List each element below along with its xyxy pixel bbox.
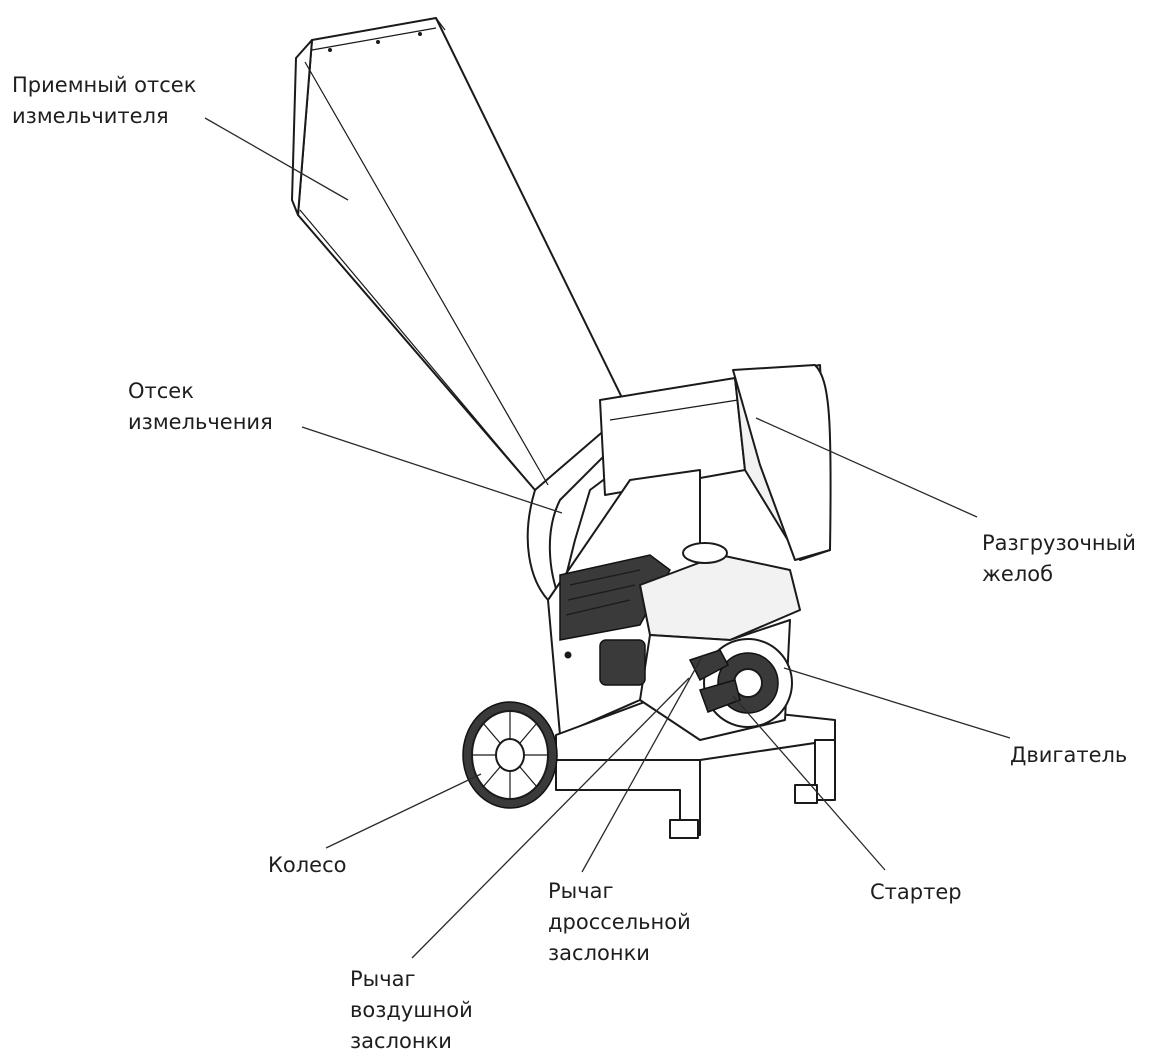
label-engine: Двигатель xyxy=(1010,743,1128,767)
leader-line-hopper xyxy=(204,117,349,201)
label-intake-hopper: Приемный отсек измельчителя xyxy=(12,73,197,128)
leader-line-engine xyxy=(783,667,1011,739)
label-throttle-lever: Рычаг дроссельной заслонки xyxy=(548,879,691,965)
intake-hopper xyxy=(291,17,629,491)
label-starter: Стартер xyxy=(870,880,962,904)
leader-line-wheel xyxy=(325,773,482,849)
leader-line-chamber xyxy=(301,426,563,514)
wheel xyxy=(462,701,558,809)
leader-line-throttle xyxy=(581,654,704,873)
label-wheel: Колесо xyxy=(268,853,347,877)
leader-lines xyxy=(204,117,1011,959)
engine xyxy=(559,542,801,741)
label-choke-lever: Рычаг воздушной заслонки xyxy=(350,967,473,1053)
leader-line-starter xyxy=(732,695,886,871)
label-chipper-chamber: Отсек измельчения xyxy=(128,379,273,434)
leader-line-chute xyxy=(755,417,978,518)
leader-line-choke xyxy=(411,677,690,959)
discharge-chute xyxy=(732,364,832,561)
label-discharge-chute: Разгрузочный желоб xyxy=(982,531,1136,586)
